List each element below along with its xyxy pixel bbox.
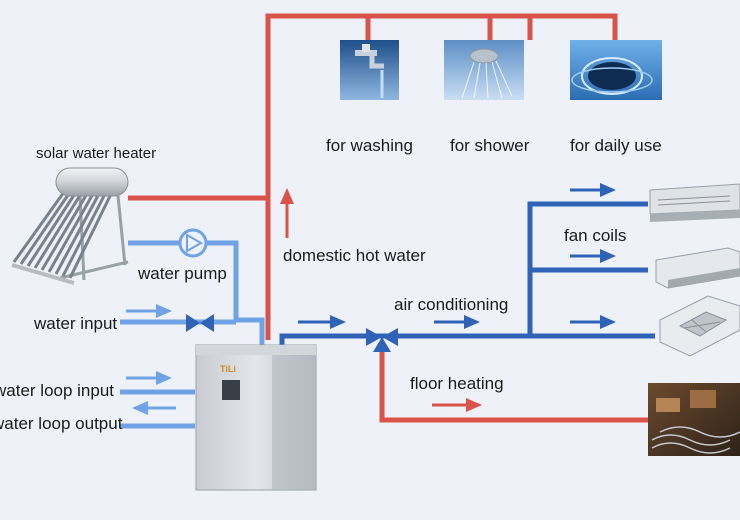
hot-water-pipes [128,13,648,423]
water-pump-label: water pump [138,264,227,283]
solar-water-heater-label: solar water heater [36,145,157,162]
fan-coil-arrow [570,183,616,197]
air-flow-arrow [434,315,480,329]
water-loop-input-arrow [126,371,172,385]
water-splash-icon [570,40,662,100]
air-conditioning-pipes [279,201,655,345]
domestic-hot-water-label: domestic hot water [283,246,426,265]
floor-heating-label: floor heating [410,374,504,393]
flow-arrows [126,183,616,415]
for-shower-label: for shower [450,136,530,155]
shower-head-icon [444,40,524,100]
faucet-icon [340,40,399,100]
fan-coil-unit [655,247,740,289]
brand-logo: TiLi [220,364,236,374]
water-input-arrow [126,304,172,318]
inlet-valve-icon [186,314,214,332]
air-conditioning-label: air conditioning [394,295,509,314]
hot-water-up-arrow [280,188,294,238]
control-panel [222,380,240,400]
water-loop-input-label: water loop input [0,381,115,400]
fan-coil-arrow [570,315,616,329]
water-loop-output-label: water loop output [0,414,123,433]
fan-coils-label: fan coils [564,226,627,245]
water-loop-output-arrow [132,401,176,415]
floor-heating-photo [648,383,740,456]
for-washing-label: for washing [326,136,413,155]
heat-pump-unit: TiLi [195,344,317,491]
three-way-valve-icon [366,328,398,352]
fan-coil-unit [649,183,740,222]
floor-heating-arrow [432,398,482,412]
solar-water-heater [11,167,129,285]
pump-icon [178,228,208,258]
solar-tubes [12,191,114,279]
water-input-label: water input [34,314,118,333]
fan-coil-unit [659,295,740,357]
for-daily-use-label: for daily use [570,136,662,155]
water-tank [55,167,129,197]
fan-coil-arrow [570,249,616,263]
air-flow-arrow [298,315,346,329]
